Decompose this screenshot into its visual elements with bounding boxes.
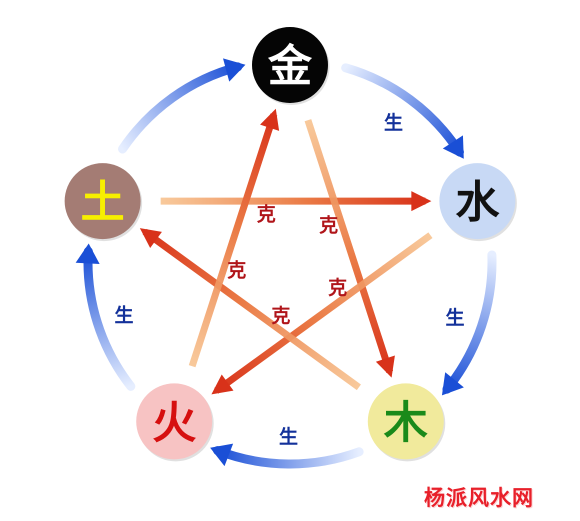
controlling-arrow (214, 232, 433, 394)
controlling-arrowhead (375, 355, 395, 378)
generating-arc (341, 63, 464, 157)
generating-arrowhead (75, 243, 100, 265)
controlling-arrow (142, 228, 361, 391)
generating-arc (118, 62, 243, 154)
element-circle (136, 383, 213, 460)
element-node-shui: 水 (439, 163, 517, 242)
controlling-label: 克 (328, 276, 347, 299)
generating-arc (83, 246, 136, 391)
element-label: 水 (455, 177, 500, 228)
controlling-label: 克 (257, 203, 276, 226)
generating-arc (213, 446, 364, 469)
controlling-arrowhead (139, 228, 162, 249)
generating-label: 生 (384, 111, 403, 134)
element-node-huo: 火 (136, 383, 214, 462)
generating-arrowhead (442, 135, 464, 159)
generating-label: 生 (279, 425, 298, 448)
element-node-jin: 金 (252, 27, 330, 105)
element-label: 火 (152, 397, 196, 448)
controlling-arrowhead (260, 108, 280, 131)
element-label: 土 (81, 177, 125, 228)
generating-arc (442, 250, 497, 394)
controlling-arrow (188, 113, 278, 368)
element-circle (367, 383, 444, 460)
element-node-tu: 土 (64, 163, 143, 242)
generating-label: 生 (446, 306, 465, 329)
generating-arrowhead (441, 372, 464, 396)
watermark-text: 杨派风水网 (424, 485, 534, 510)
element-circle (439, 163, 516, 240)
controlling-label: 克 (227, 259, 246, 282)
controlling-arrowhead (411, 191, 432, 212)
element-circle (64, 163, 141, 240)
element-circle (252, 27, 328, 103)
generating-label: 生 (115, 303, 134, 326)
controlling-arrowhead (211, 374, 234, 395)
controlling-label: 克 (271, 304, 290, 327)
controlling-arrow (304, 119, 394, 374)
controlling-label: 克 (319, 213, 338, 236)
generating-arrowhead (210, 443, 234, 467)
element-node-mu: 木 (367, 383, 446, 462)
element-label: 金 (267, 41, 313, 92)
element-label: 木 (384, 397, 428, 448)
generating-arrowhead (223, 58, 246, 82)
